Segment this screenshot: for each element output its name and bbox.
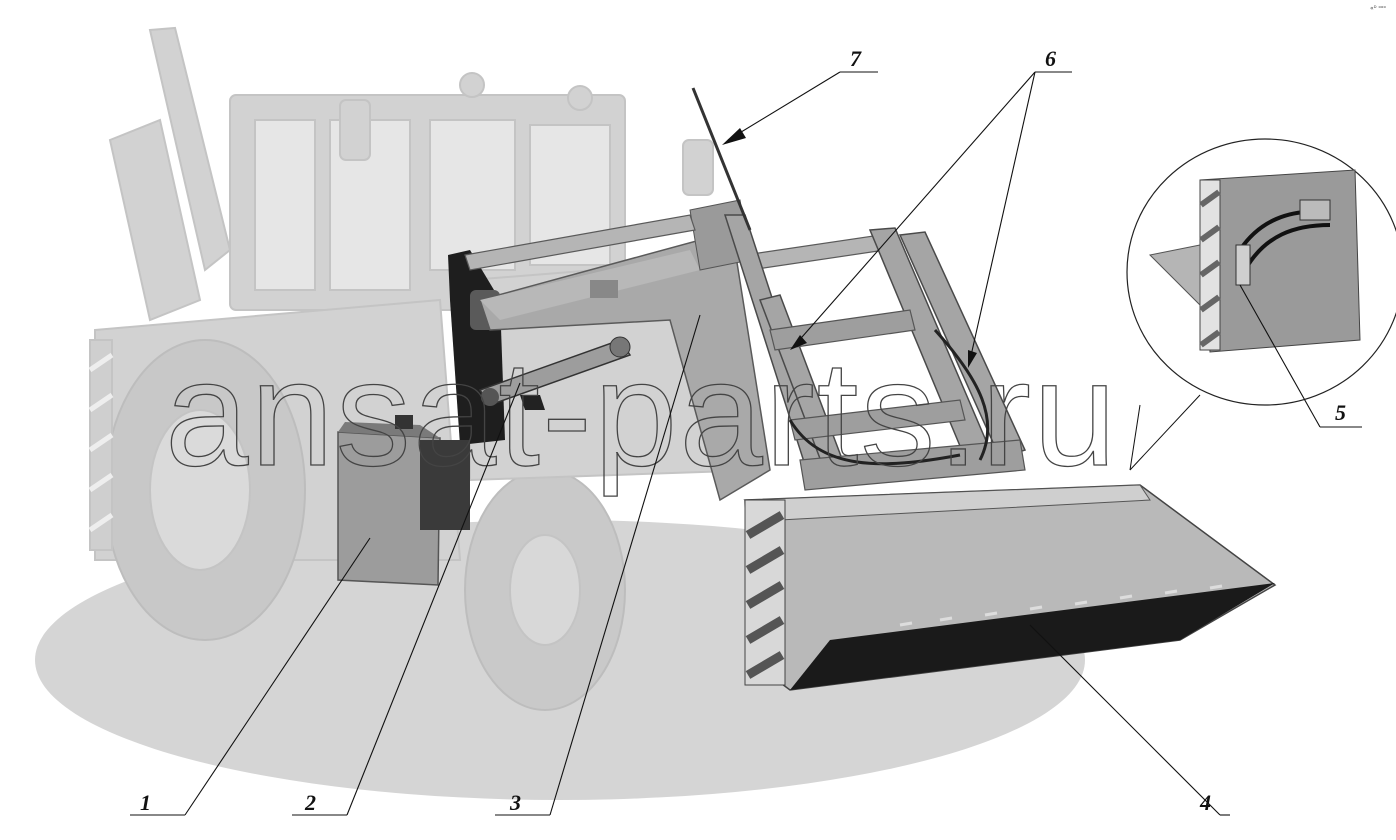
- callout-3: 3: [509, 790, 521, 815]
- callout-7: 7: [850, 46, 862, 71]
- leader-3: [549, 314, 701, 816]
- leader-4: [1029, 624, 1221, 816]
- callout-2: 2: [304, 790, 316, 815]
- bucket-teeth: [899, 584, 1223, 627]
- bucket: [743, 484, 1277, 691]
- marker-rod: [691, 87, 752, 231]
- callout-5: 5: [1335, 400, 1346, 425]
- leader-5: [1239, 284, 1321, 428]
- rear-hazard-stripes: [88, 352, 114, 533]
- corner-mark: «ᴰ ᵒᵒᵒ: [1370, 5, 1386, 12]
- tractor-background: [89, 26, 762, 711]
- leader-6b-arrowhead: [968, 350, 977, 368]
- leader-6a-arrowhead: [790, 335, 807, 350]
- cross-frame: [769, 309, 1026, 491]
- callout-1: 1: [140, 790, 151, 815]
- hydraulic-hoses: [788, 328, 990, 466]
- leader-lines: [130, 71, 1362, 816]
- watermark-text: ansat-parts.ru: [165, 329, 1118, 497]
- leader-2: [346, 382, 521, 816]
- bucket-hazard-stripes: [745, 511, 785, 679]
- callout-4: 4: [1199, 790, 1211, 815]
- leader-6b: [969, 71, 1036, 361]
- boom-arm: [479, 199, 771, 502]
- leader-7-arrowhead: [722, 128, 746, 145]
- callout-6: 6: [1045, 46, 1056, 71]
- leader-7: [727, 71, 841, 141]
- leader-6a: [794, 71, 1036, 346]
- upper-link: [464, 214, 886, 271]
- leader-1: [184, 537, 371, 816]
- detail-inset: [1126, 138, 1396, 471]
